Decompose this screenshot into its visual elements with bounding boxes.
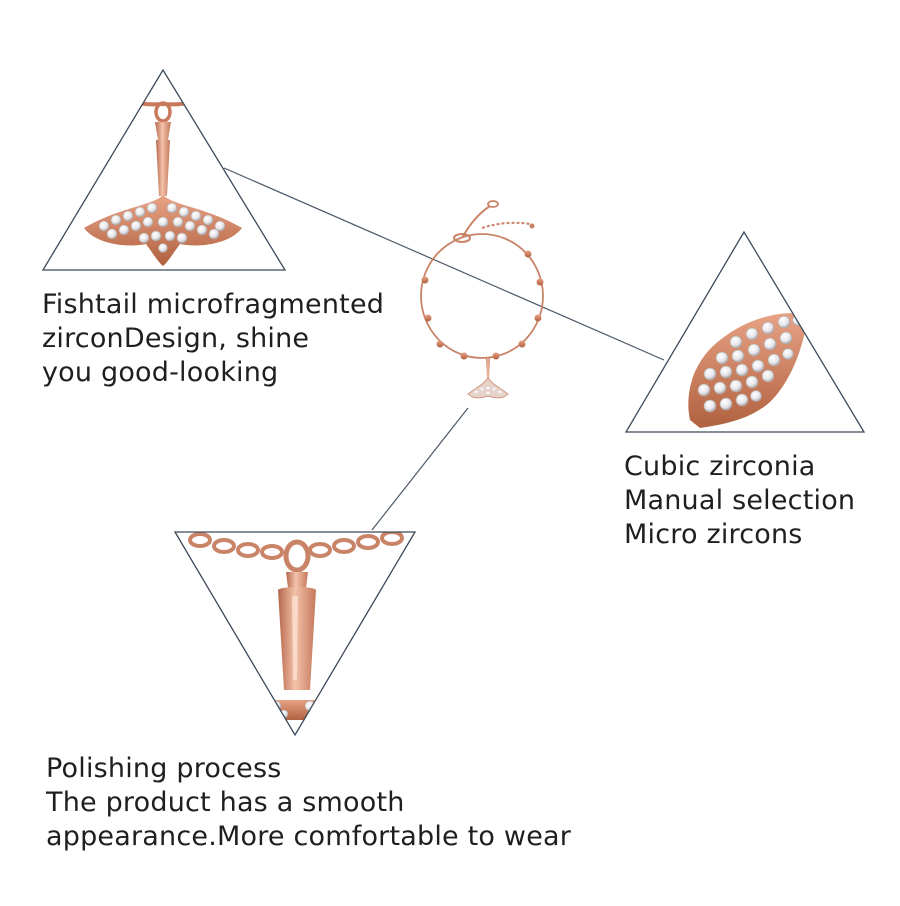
polishing-caption: Polishing process The product has a smoo… — [46, 752, 571, 854]
connector-line-polishing — [371, 407, 469, 531]
fishtail-caption: Fishtail microfragmented zirconDesign, s… — [42, 288, 384, 390]
caption-line: The product has a smooth — [46, 787, 405, 818]
polishing-closeup-triangle — [173, 531, 417, 737]
fishtail-detail-triangle — [41, 68, 287, 271]
caption-line: Fishtail microfragmented — [42, 289, 385, 320]
zirconia-caption: Cubic zirconia Manual selection Micro zi… — [624, 450, 855, 552]
connector-line-fishtail — [223, 167, 665, 361]
caption-line: Manual selection — [624, 485, 856, 516]
caption-line: appearance.More comfortable to wear — [46, 821, 572, 852]
caption-line: Polishing process — [46, 753, 282, 784]
caption-line: zirconDesign, shine — [42, 323, 310, 354]
zircon-closeup-triangle — [624, 230, 866, 433]
caption-line: Micro zircons — [624, 519, 803, 550]
bracelet-product-image — [420, 200, 544, 399]
caption-line: you good-looking — [42, 357, 279, 388]
caption-line: Cubic zirconia — [624, 451, 816, 482]
